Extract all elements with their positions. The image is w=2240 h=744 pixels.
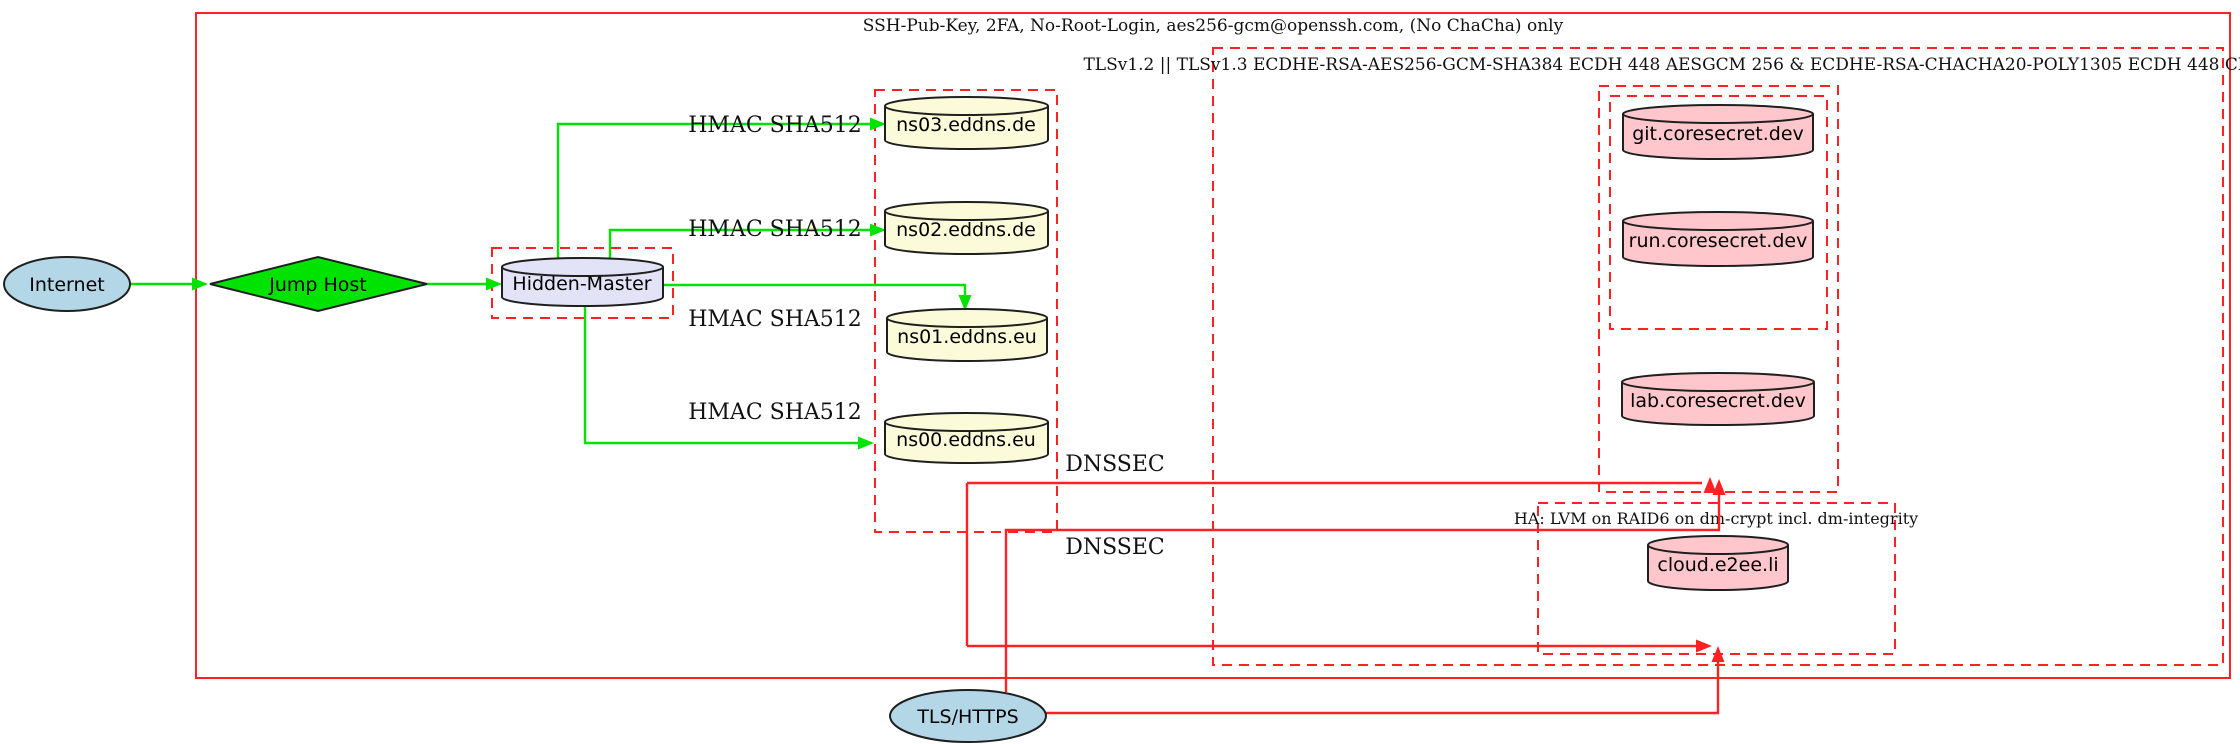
arrowhead-hiddenmaster	[486, 277, 502, 291]
arrowhead-coresecret-2	[1712, 479, 1726, 495]
cloud-cylinder	[1647, 535, 1789, 591]
edge-tls-to-coresecret	[1004, 495, 1721, 692]
zone-boxes	[195, 12, 2231, 679]
cloud-cylinder-rim	[1647, 544, 1789, 555]
ns00-cylinder	[884, 412, 1049, 464]
ns03-cylinder	[884, 96, 1049, 150]
node-lab: lab.coresecret.dev	[1621, 372, 1815, 426]
git-label: git.coresecret.dev	[1632, 123, 1804, 145]
edge-label-hmac-ns03: HMAC SHA512	[688, 113, 862, 138]
arrowhead-ha-1	[1696, 639, 1712, 653]
tls-https-label: TLS/HTTPS	[916, 706, 1018, 728]
edge-label-hmac-ns02: HMAC SHA512	[688, 217, 862, 242]
ns00-cylinder-rim	[884, 421, 1049, 432]
ns02-cylinder-rim	[884, 210, 1049, 221]
ns03-label: ns03.eddns.de	[896, 114, 1036, 136]
edge-label-hmac-ns00: HMAC SHA512	[688, 400, 862, 425]
trusted-edges	[130, 117, 972, 450]
ns01-label: ns01.eddns.eu	[897, 326, 1037, 348]
ssh-zone-label: SSH-Pub-Key, 2FA, No-Root-Login, aes256-…	[863, 16, 1564, 36]
hidden-master-label: Hidden-Master	[512, 273, 651, 295]
node-internet: Internet	[3, 256, 131, 312]
run-cylinder-rim	[1622, 220, 1814, 231]
git-cylinder-rim	[1622, 113, 1814, 124]
arrowhead-ns02	[870, 223, 886, 237]
run-cylinder	[1622, 211, 1814, 267]
jump-host-diamond	[209, 255, 428, 313]
ns01-cylinder	[886, 308, 1048, 362]
ns01-cylinder-rim	[886, 317, 1048, 328]
edge-hiddenmaster-ns03	[556, 122, 870, 259]
ns02-cylinder	[884, 201, 1049, 255]
arrowhead-ns01	[958, 295, 972, 311]
coresecret-outer-box	[1598, 85, 1839, 493]
untrusted-edges	[965, 477, 1726, 715]
untrusted-arrowheads	[1696, 477, 1726, 662]
ns02-label: ns02.eddns.de	[896, 219, 1036, 241]
node-cloud: cloud.e2ee.li	[1647, 535, 1789, 591]
node-hidden-master: Hidden-Master	[501, 257, 664, 307]
cloud-label: cloud.e2ee.li	[1657, 554, 1778, 576]
edge-label-dnssec-2: DNSSEC	[1065, 535, 1165, 560]
ns00-label: ns00.eddns.eu	[896, 429, 1036, 451]
git-cylinder	[1622, 104, 1814, 160]
arrowhead-ns03	[870, 117, 886, 131]
arrowhead-coresecret-1	[1703, 477, 1717, 493]
jump-host-label: Jump Host	[268, 274, 367, 296]
node-ns03: ns03.eddns.de	[884, 96, 1049, 150]
lab-cylinder-rim	[1621, 381, 1815, 392]
tls-https-ellipse	[889, 689, 1047, 743]
node-ns00: ns00.eddns.eu	[884, 412, 1049, 464]
arrowhead-jumphost	[192, 277, 208, 291]
ns03-cylinder-rim	[884, 105, 1049, 116]
edge-hiddenmaster-ns01	[663, 283, 967, 295]
arrowhead-ha-2	[1711, 646, 1725, 662]
edge-hiddenmaster-ns00	[583, 306, 858, 445]
node-ns02: ns02.eddns.de	[884, 201, 1049, 255]
node-run: run.coresecret.dev	[1622, 211, 1814, 267]
internet-label: Internet	[29, 274, 104, 296]
lab-label: lab.coresecret.dev	[1630, 390, 1806, 412]
hidden-master-cylinder-rim	[501, 266, 664, 277]
node-git: git.coresecret.dev	[1622, 104, 1814, 160]
trusted-arrowheads	[192, 117, 972, 450]
node-ns01: ns01.eddns.eu	[886, 308, 1048, 362]
node-tls-https: TLS/HTTPS	[889, 689, 1047, 743]
tls-zone-label: TLSv1.2 || TLSv1.3 ECDHE-RSA-AES256-GCM-…	[1083, 55, 2240, 75]
ssh-zone-box	[195, 12, 2231, 679]
node-jump-host: Jump Host	[209, 255, 428, 313]
edge-tls-to-ha	[1046, 662, 1720, 715]
git-run-box	[1609, 95, 1828, 330]
run-label: run.coresecret.dev	[1629, 230, 1808, 252]
lab-cylinder	[1621, 372, 1815, 426]
ha-zone-label: HA: LVM on RAID6 on dm-crypt incl. dm-in…	[1514, 509, 1918, 528]
arrowhead-ns00	[858, 436, 874, 450]
edge-label-hmac-ns01: HMAC SHA512	[688, 307, 862, 332]
edge-hiddenmaster-ns02	[608, 228, 870, 259]
internet-ellipse	[3, 256, 131, 312]
hidden-master-cylinder	[501, 257, 664, 307]
edge-label-dnssec-1: DNSSEC	[1065, 452, 1165, 477]
